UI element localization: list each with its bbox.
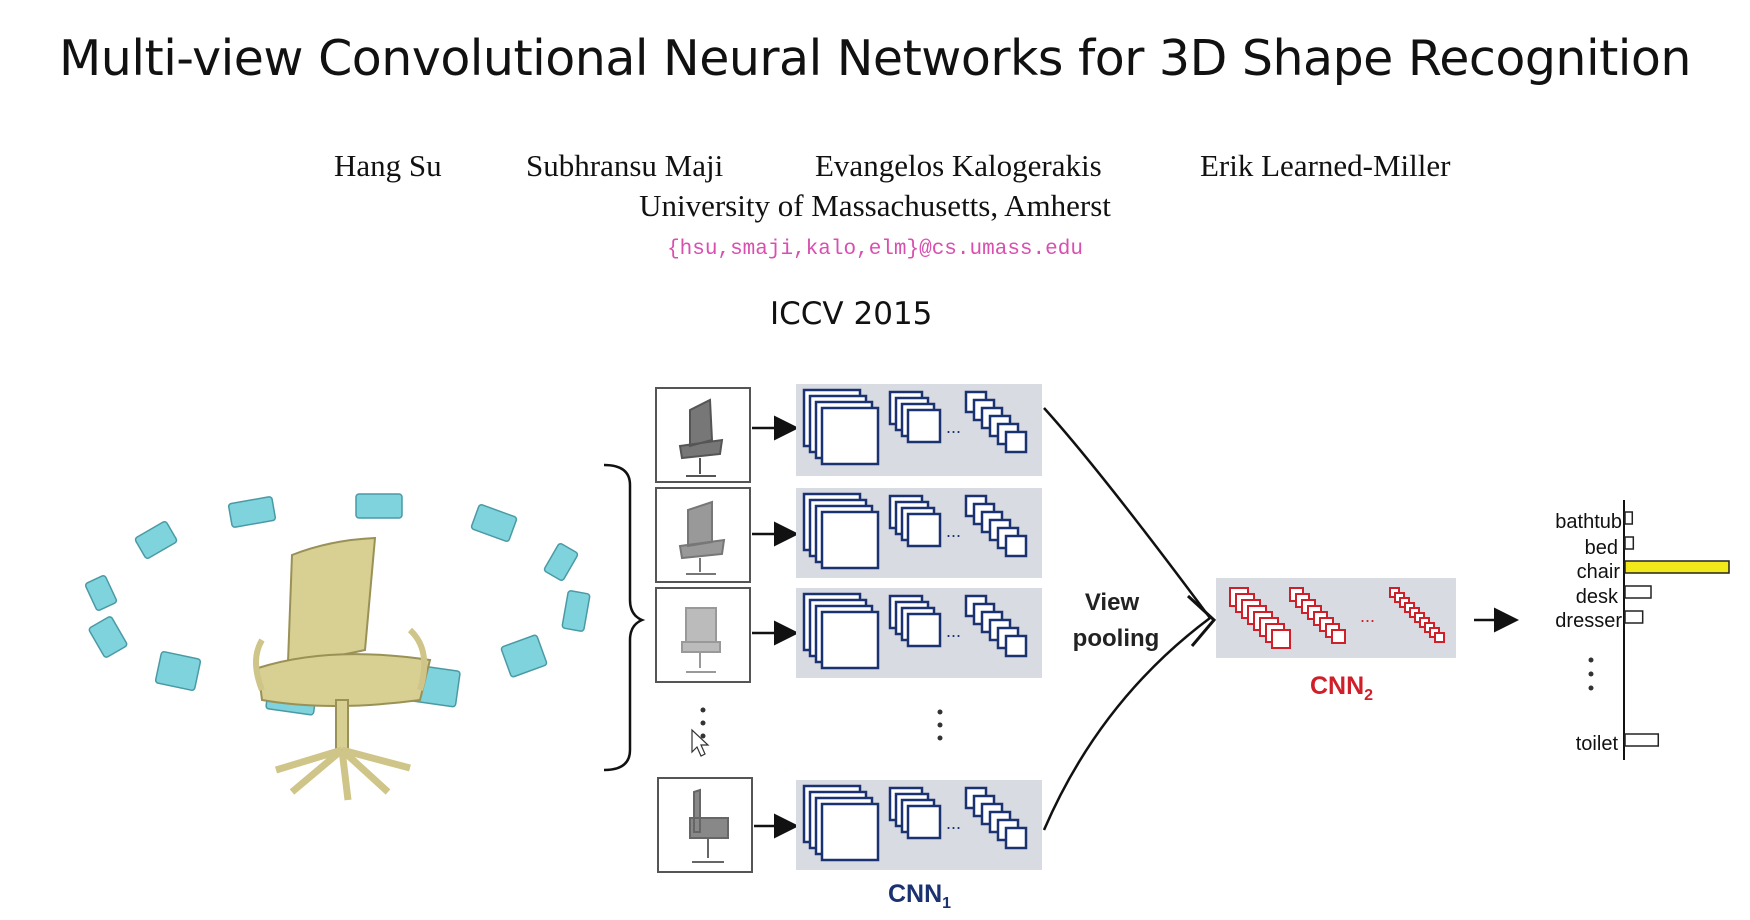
class-score-bar bbox=[1624, 610, 1644, 624]
view-arrows bbox=[752, 415, 799, 839]
class-score-bar bbox=[1624, 733, 1660, 747]
view-thumbnail bbox=[655, 587, 751, 683]
chair-with-cameras bbox=[84, 493, 591, 801]
class-score-chart: bathtub bed chair desk dresser toilet bbox=[1555, 500, 1730, 760]
camera-icon bbox=[355, 493, 403, 519]
view-pooling-label: View bbox=[1085, 589, 1140, 616]
email-address: {hsu,smaji,kalo,elm}@cs.umass.edu bbox=[667, 238, 1083, 261]
view-thumbnail bbox=[655, 387, 751, 483]
camera-icon bbox=[470, 504, 518, 542]
camera-icon bbox=[84, 574, 118, 612]
affiliation: University of Massachusetts, Amherst bbox=[639, 188, 1111, 223]
page-title: Multi-view Convolutional Neural Networks… bbox=[59, 30, 1691, 87]
venue-label: ICCV 2015 bbox=[770, 296, 933, 332]
cnn1-column: ... ... ... bbox=[796, 384, 1042, 912]
class-label: desk bbox=[1576, 586, 1619, 608]
svg-text:...: ... bbox=[946, 417, 961, 437]
author-name: Evangelos Kalogerakis bbox=[815, 148, 1102, 183]
camera-icon bbox=[154, 650, 202, 692]
chair-seat bbox=[256, 653, 432, 707]
author-name: Hang Su bbox=[334, 148, 442, 183]
cnn1-block: ... bbox=[796, 384, 1042, 476]
svg-text:...: ... bbox=[1360, 606, 1375, 626]
author-name: Erik Learned-Miller bbox=[1200, 148, 1451, 183]
camera-icon bbox=[561, 590, 591, 632]
class-score-bar bbox=[1624, 511, 1634, 525]
author-name: Subhransu Maji bbox=[526, 148, 724, 183]
class-score-bar bbox=[1624, 536, 1635, 550]
class-score-bar bbox=[1624, 560, 1730, 574]
chair-back bbox=[286, 536, 377, 664]
class-label: bed bbox=[1585, 537, 1618, 559]
view-pooling-label: pooling bbox=[1073, 625, 1160, 652]
view-pooling-arrows bbox=[1042, 407, 1217, 831]
class-label: dresser bbox=[1555, 610, 1622, 632]
view-thumbnail bbox=[657, 777, 753, 873]
cnn2-label: CNN2 bbox=[1310, 672, 1373, 704]
camera-icon bbox=[227, 496, 277, 528]
svg-text:...: ... bbox=[946, 521, 961, 541]
class-label: bathtub bbox=[1555, 511, 1622, 533]
class-score-bar bbox=[1624, 585, 1652, 599]
camera-icon bbox=[500, 634, 548, 678]
camera-icon bbox=[88, 616, 128, 658]
brace bbox=[603, 463, 646, 772]
cnn1-block: ... bbox=[796, 780, 1042, 870]
mouse-cursor-icon bbox=[691, 728, 710, 757]
cnn2-block: ... bbox=[1216, 578, 1456, 658]
camera-icon bbox=[543, 542, 579, 582]
cnn1-block: ... bbox=[796, 488, 1042, 578]
camera-icon bbox=[134, 520, 178, 560]
svg-text:...: ... bbox=[946, 813, 961, 833]
cnn1-block: ... bbox=[796, 588, 1042, 678]
view-images bbox=[655, 387, 753, 873]
cnn1-label: CNN1 bbox=[888, 880, 951, 912]
class-label: toilet bbox=[1576, 733, 1619, 755]
svg-text:...: ... bbox=[946, 621, 961, 641]
class-label: chair bbox=[1577, 561, 1621, 583]
view-thumbnail bbox=[655, 487, 751, 583]
